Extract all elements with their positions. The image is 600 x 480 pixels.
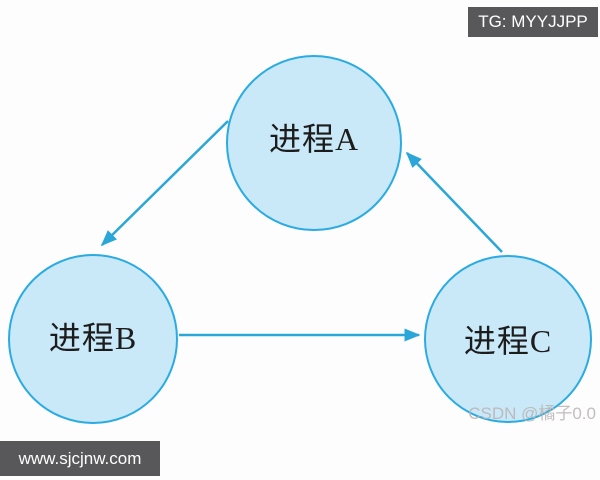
node-process-b-label: 进程B [48, 320, 138, 356]
tg-badge-label: TG: MYYJJPP [478, 12, 588, 31]
node-process-c: 进程C [424, 255, 592, 423]
site-url-badge: www.sjcjnw.com [0, 441, 160, 476]
node-process-a: 进程A [226, 55, 402, 231]
node-process-c-label: 进程C [463, 323, 553, 359]
node-process-b: 进程B [8, 254, 178, 424]
csdn-watermark: CSDN @橘子0.0 [468, 404, 596, 423]
arrow-c-to-a [405, 151, 503, 253]
site-url-label: www.sjcjnw.com [18, 448, 142, 468]
tg-badge: TG: MYYJJPP [468, 7, 598, 37]
arrow-a-to-b [100, 120, 229, 247]
node-process-a-label: 进程A [268, 121, 360, 157]
